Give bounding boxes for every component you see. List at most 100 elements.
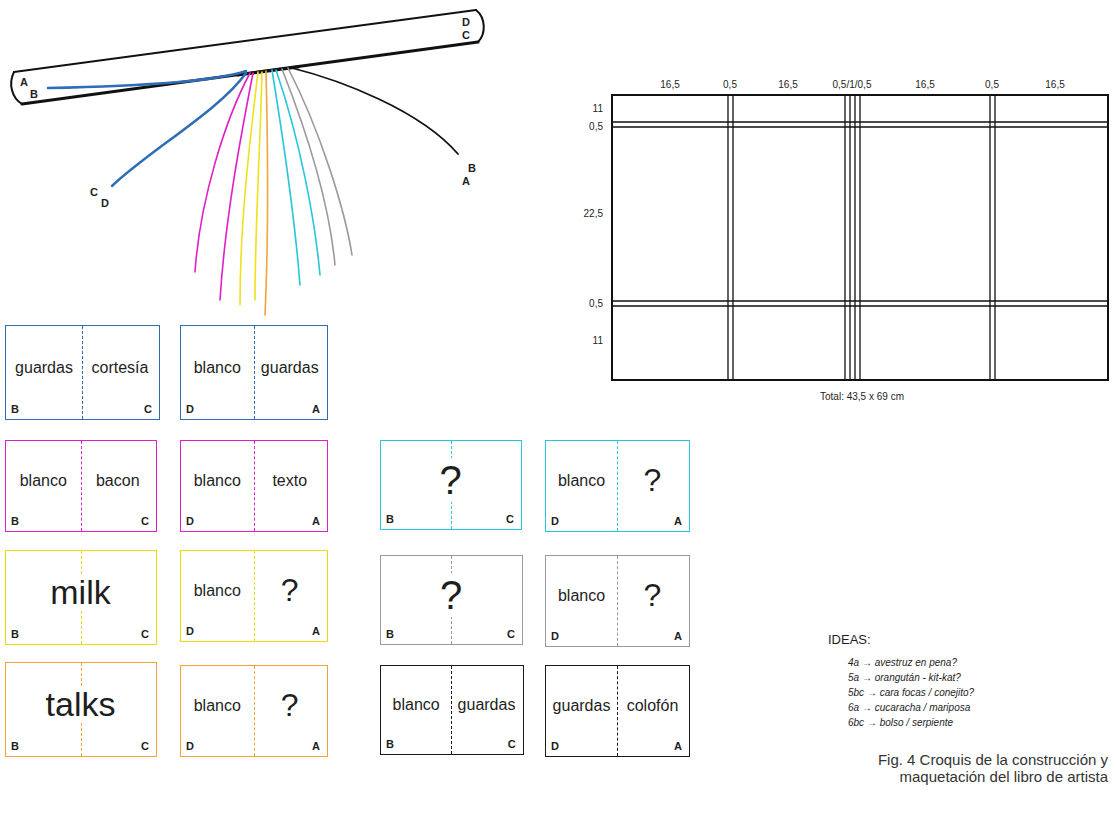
page-spread: guardascolofónDA (545, 665, 690, 757)
fold-line (451, 666, 452, 754)
page-word: cortesía (92, 359, 149, 377)
fold-letter: D (101, 197, 109, 209)
fold-line (81, 441, 82, 531)
fold-letter: A (20, 76, 28, 88)
spine-top-edge (14, 10, 476, 72)
corner-letter: B (386, 513, 394, 525)
page-spread: ? B C (380, 440, 522, 530)
corner-letter: A (674, 630, 682, 642)
idea-note: 5bc → cara focas / conejito? (848, 687, 974, 698)
page-spread: blanco baconB C (5, 440, 157, 532)
fold-letter: A (462, 175, 470, 187)
idea-note: 6bc → bolso / serpiente (848, 717, 953, 728)
fold-letter: D (462, 16, 470, 28)
orange-strand (265, 71, 267, 315)
corner-letter: C (141, 628, 149, 640)
fold-letter: C (90, 186, 98, 198)
page-word: guardas (15, 359, 73, 377)
dimension: 16,5 (778, 79, 797, 90)
total-size: Total: 43,5 x 69 cm (820, 391, 904, 402)
question-mark: ? (438, 573, 464, 617)
corner-letter: B (11, 515, 19, 527)
page-word: texto (272, 472, 307, 490)
dimension: 0,5/1/0,5 (833, 79, 872, 90)
question-mark: ? (644, 463, 662, 498)
corner-letter: C (506, 513, 514, 525)
corner-letter: A (312, 740, 320, 752)
page-spread: blanco?DA (180, 665, 328, 757)
corner-letter: D (551, 515, 559, 527)
grid-line (728, 95, 733, 380)
question-mark: ? (437, 458, 463, 502)
page-word: blanco (194, 472, 241, 490)
page-spread: guardascortesíaBC (5, 325, 160, 420)
corner-letter: B (11, 403, 19, 415)
fold-letter: B (468, 162, 476, 174)
page-spread: blanco?DA (545, 440, 690, 532)
dimension: 16,5 (660, 79, 679, 90)
grid-line (845, 95, 860, 380)
page-word: guardas (553, 697, 611, 715)
corner-letter: D (186, 625, 194, 637)
corner-letter: D (186, 403, 194, 415)
fold-line (254, 551, 255, 641)
corner-letter: D (186, 740, 194, 752)
fold-line (82, 326, 83, 419)
idea-note: 5a → orangután - kit-kat? (848, 672, 961, 683)
page-word: guardas (261, 359, 319, 377)
dimension: 11 (593, 103, 603, 114)
blue-strand (48, 71, 246, 88)
corner-letter: B (386, 738, 394, 750)
corner-letter: D (551, 630, 559, 642)
corner-letter: C (507, 628, 515, 640)
page-spread: blanco guardasD A (180, 325, 328, 420)
page-word: blanco (558, 587, 605, 605)
idea-note: 6a → cucaracha / mariposa (848, 702, 970, 713)
grid-line (612, 301, 1108, 306)
grey-strand (288, 68, 352, 255)
fold-line (254, 326, 255, 419)
yellow-strand (255, 72, 262, 300)
page-word: blanco (194, 359, 241, 377)
page-spread: blanco? D A (545, 555, 690, 647)
ideas-heading: IDEAS: (828, 633, 871, 647)
corner-letter: A (674, 515, 682, 527)
page-word: blanco (194, 582, 241, 600)
page-word: bacon (96, 472, 140, 490)
sheet-outline (612, 95, 1108, 380)
grid-line (990, 95, 995, 380)
cyan-strand (276, 70, 320, 275)
grey-strand (282, 69, 335, 265)
sheet-grid (612, 95, 1108, 380)
corner-letter: B (11, 628, 19, 640)
dimension: 22,5 (584, 208, 603, 219)
dimension: 0,5 (589, 298, 603, 309)
spine-drawing (11, 10, 484, 315)
fold-letter: C (462, 29, 470, 41)
dimension: 16,5 (1045, 79, 1064, 90)
dimension: 16,5 (915, 79, 934, 90)
black-strand (292, 68, 458, 154)
corner-letter: B (11, 740, 19, 752)
figure-caption: Fig. 4 Croquis de la construcción y maqu… (873, 752, 1108, 786)
corner-letter: D (551, 740, 559, 752)
page-word: blanco (20, 472, 67, 490)
page-spread: blancotextoDA (180, 440, 328, 532)
question-mark: ? (644, 578, 662, 613)
page-spread: talksBC (5, 662, 157, 757)
idea-note: 4a → avestruz en pena? (848, 657, 957, 668)
corner-letter: B (386, 628, 394, 640)
dimension: 0,5 (723, 79, 737, 90)
fold-letter: B (30, 88, 38, 100)
page-spread: blancoguardasBC (380, 665, 524, 755)
corner-letter: A (312, 625, 320, 637)
question-mark: ? (281, 688, 299, 723)
spine-right-cap (476, 10, 484, 42)
dimension: 0,5 (985, 79, 999, 90)
corner-letter: C (141, 515, 149, 527)
page-word: guardas (458, 696, 516, 714)
fold-line (617, 441, 618, 531)
page-word: colofón (627, 697, 679, 715)
corner-letter: A (312, 403, 320, 415)
